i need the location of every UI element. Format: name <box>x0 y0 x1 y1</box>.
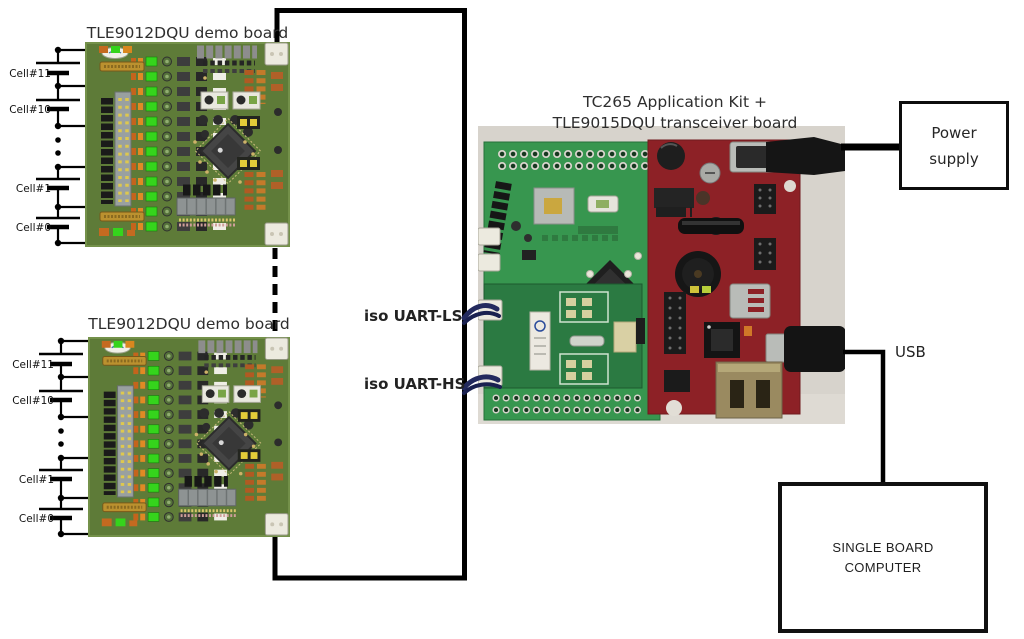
cell-label: Cell#10 <box>12 395 54 407</box>
cell-label: Cell#1 <box>19 474 54 486</box>
iso-uart-ls-label: iso UART-LS <box>364 307 463 325</box>
center-title-line2: TLE9015DQU transceiver board <box>552 114 798 132</box>
power-supply-box: Power supply <box>899 101 1009 190</box>
cell-label: Cell#1 <box>16 183 51 195</box>
battery-stack-2: Cell#11 Cell#10 Cell#1 Cell#0 <box>12 337 92 538</box>
demo-board-2-image <box>88 337 290 537</box>
application-kit-photo <box>478 126 845 424</box>
usb-cable-line <box>843 349 886 483</box>
center-assembly-title: TC265 Application Kit + TLE9015DQU trans… <box>510 92 840 134</box>
sbc-line1: SINGLE BOARD <box>832 539 934 555</box>
sbc-line2: COMPUTER <box>844 559 922 575</box>
center-title-line1: TC265 Application Kit + <box>583 93 767 111</box>
usb-label: USB <box>895 343 926 361</box>
cell-label: Cell#11 <box>12 359 54 371</box>
power-supply-line1: Power <box>931 123 977 142</box>
daisy-chain-line <box>272 8 467 581</box>
demo-board-1-image <box>85 42 290 247</box>
battery-stack-1: Cell#11 Cell#10 Cell#1 Cell#0 <box>9 46 89 247</box>
demo-board-2-title: TLE9012DQU demo board <box>88 315 290 333</box>
iso-uart-hs-label: iso UART-HS <box>364 375 466 393</box>
cell-label: Cell#0 <box>16 222 51 234</box>
cell-label: Cell#0 <box>19 513 54 525</box>
cell-label: Cell#11 <box>9 68 51 80</box>
single-board-computer-box: SINGLE BOARD COMPUTER <box>778 482 988 633</box>
cell-label: Cell#10 <box>9 104 51 116</box>
demo-board-1-title: TLE9012DQU demo board <box>86 24 289 42</box>
power-supply-line2: supply <box>929 149 979 168</box>
